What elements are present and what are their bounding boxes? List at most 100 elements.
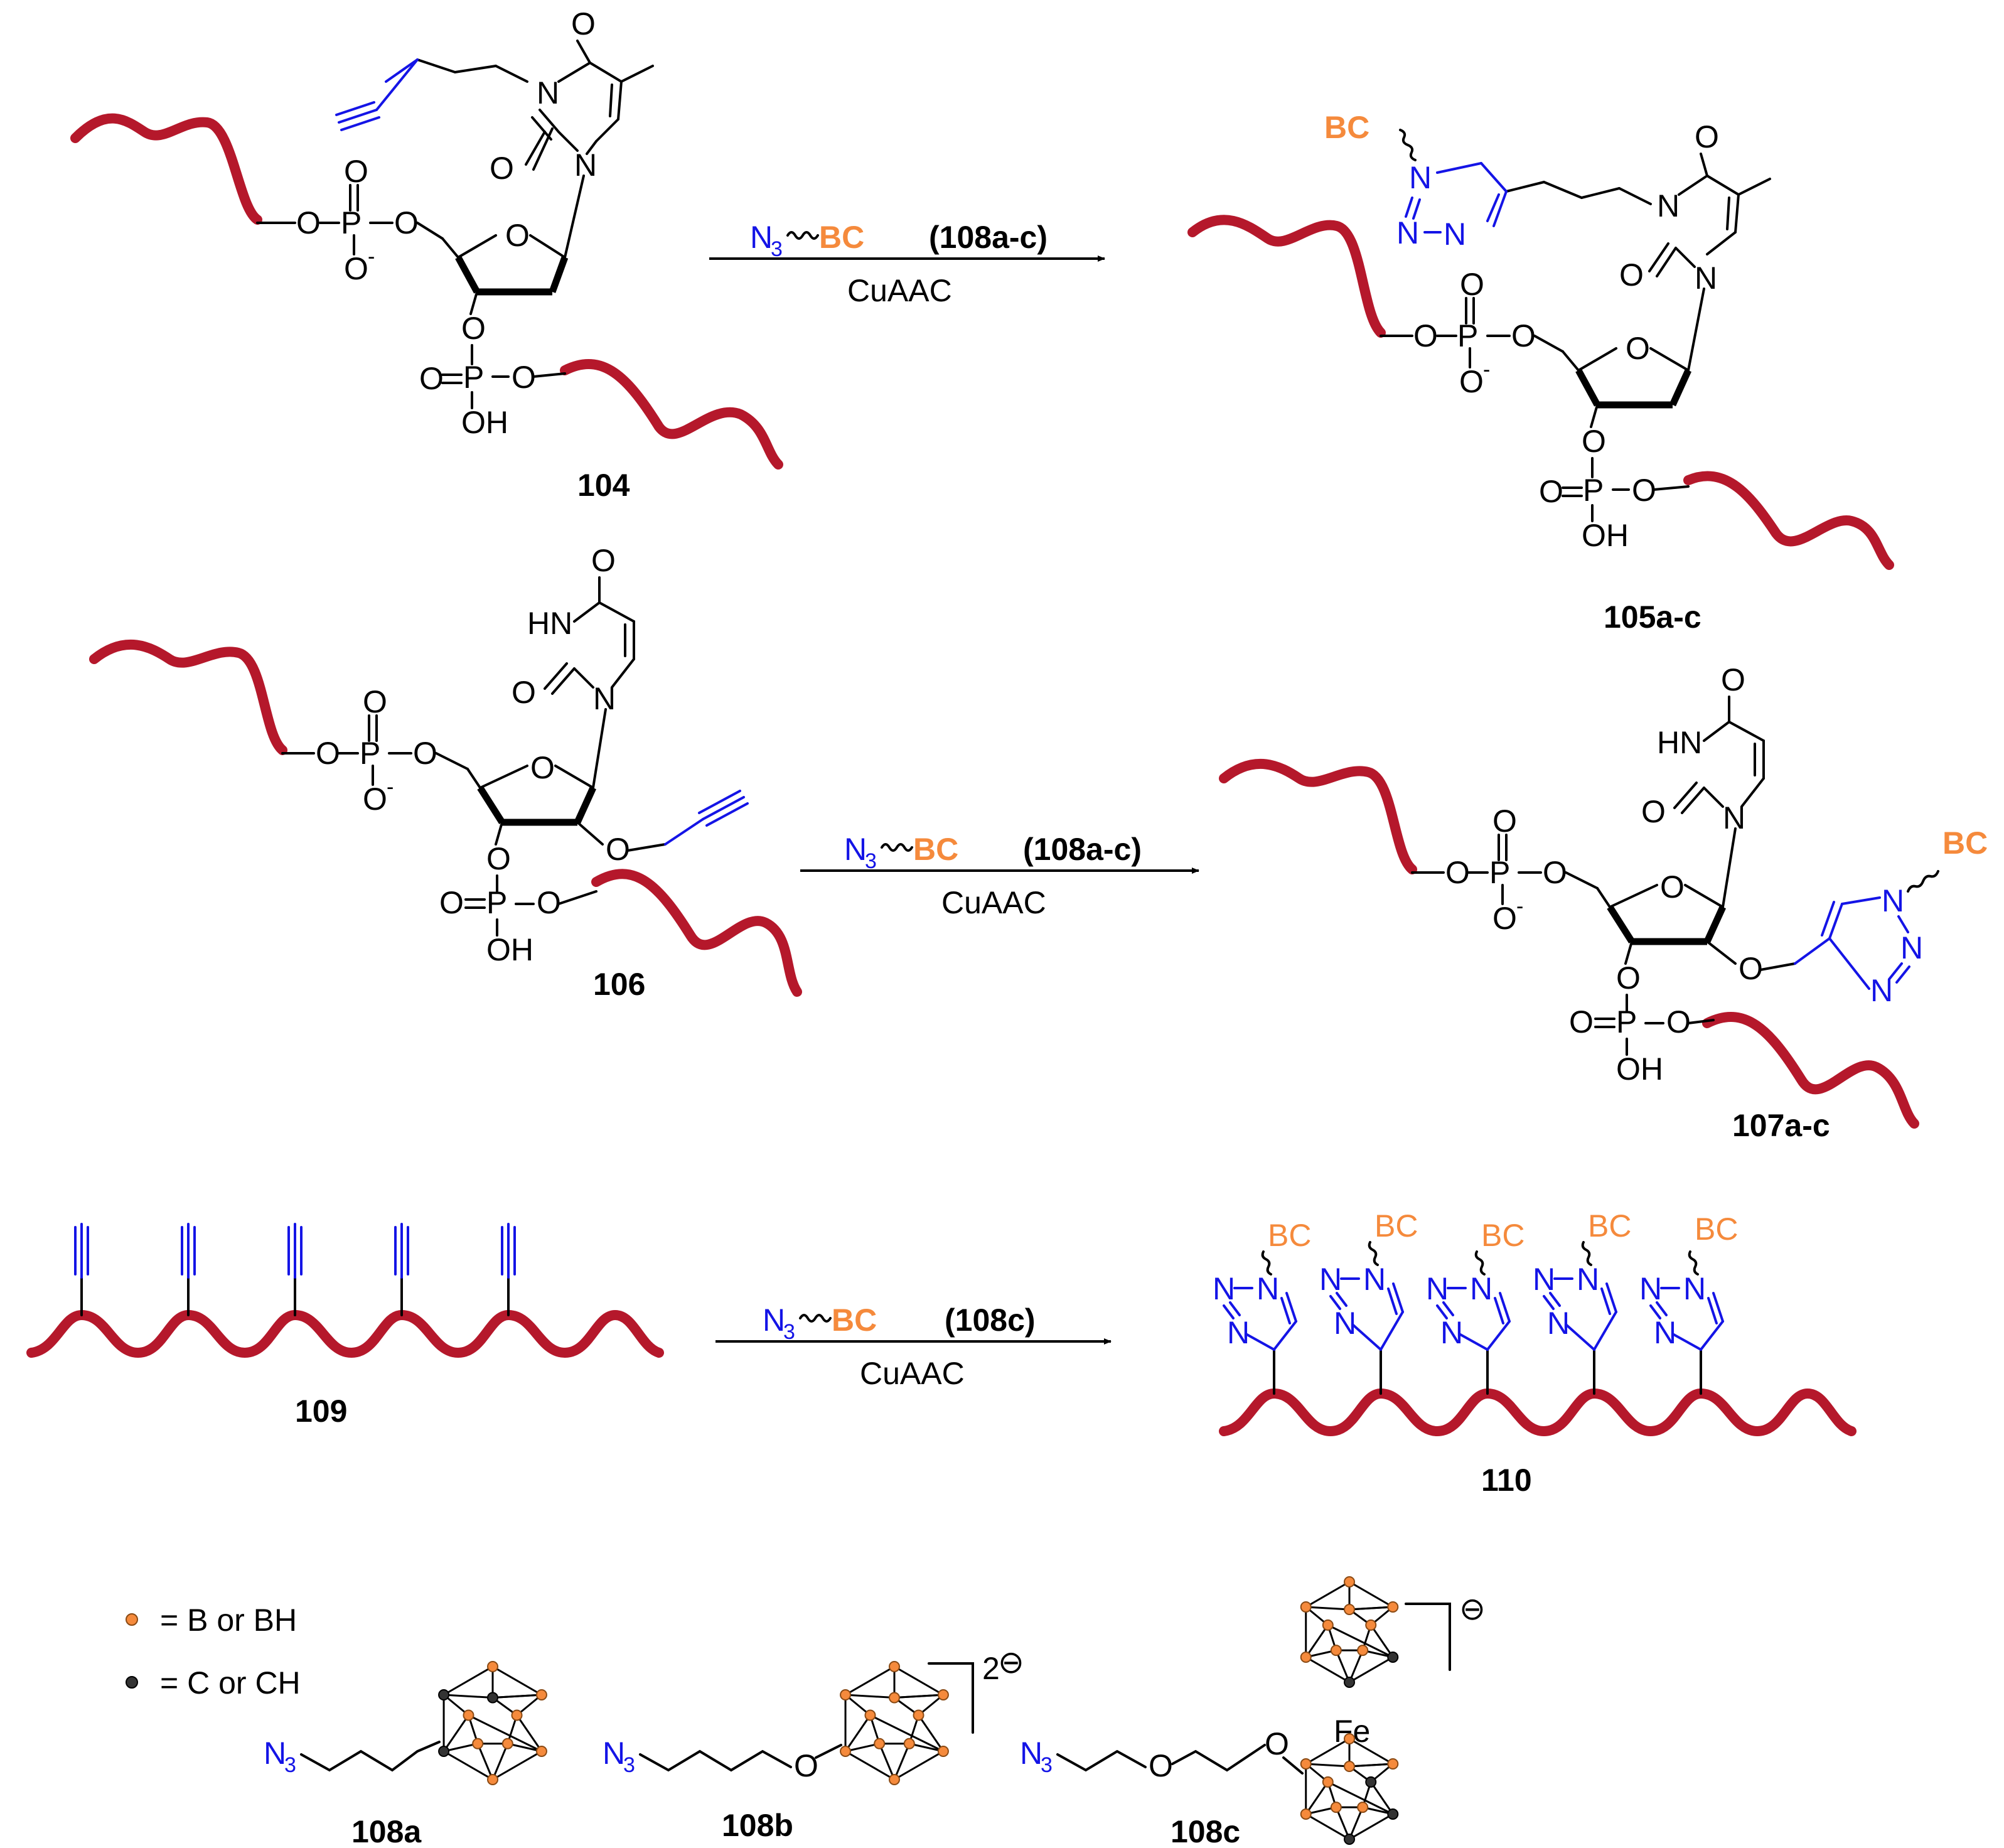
dna-strand-3prime [560,359,783,470]
atom-n: N [1470,1271,1492,1306]
bc-cluster-label: BC [1942,825,1988,861]
azide-n: N [603,1736,625,1771]
azide-n: N [750,220,773,255]
atom-n: N [1440,1315,1463,1350]
alkyne-pendant [74,1223,89,1316]
label-108b: 108b [722,1808,793,1843]
cage-boron-vertex [1357,1802,1369,1813]
compound-106: O P O O - O O O O P O OH O [89,543,802,997]
azide-subscript: 3 [771,237,783,261]
atom-n: N [1363,1262,1386,1297]
dna-strand-5prime [70,113,262,225]
azide-n: N [763,1303,785,1338]
cage-boron-vertex [472,1738,484,1749]
cage-boron-vertex [1300,1601,1312,1613]
dna-strand-3prime [1683,471,1894,570]
dna-strand-5prime [89,640,287,755]
azide-subscript: 3 [284,1753,296,1777]
legend-carbon: = C or CH [160,1665,301,1700]
compound-108b: N 3 O 2 ⊖ [603,1645,1024,1785]
atom-o: O [1265,1726,1289,1761]
reagent-label: (108a-c) [1023,832,1142,867]
atom-o: O [1582,424,1606,459]
atom-o: O [486,841,511,876]
cage-carbon-vertex [1344,1834,1355,1845]
cage-boron-vertex [487,1774,498,1785]
atom-n: N [1870,973,1893,1008]
bc-cluster-label: BC [1695,1211,1738,1247]
atom-o: O [363,782,387,817]
atom-n: N [1426,1271,1449,1306]
boron-legend-dot [126,1613,138,1626]
compound-105: O P O O - O O O P O OH O N O [1187,110,1894,570]
atom-o: O [1459,364,1484,399]
atom-o: O [1539,474,1563,509]
atom-n: N [1257,1271,1279,1306]
atom-o: O [363,684,387,719]
cage-boron-vertex [937,1689,949,1700]
cage-boron-vertex [874,1738,886,1749]
compound-109 [26,1223,664,1358]
atom-n: N [537,75,559,110]
atom-n: N [1533,1262,1555,1297]
legend: = B or BH = C or CH [126,1603,301,1700]
carbon-legend-dot [126,1676,138,1689]
bc-cluster-label: BC [1481,1218,1524,1253]
triazole-pendant: NNN BC [1426,1218,1524,1395]
atom-n: N [1683,1271,1706,1306]
azide-n: N [264,1736,286,1771]
reagent-label: (108a-c) [929,220,1048,255]
charge-symbol: ⊖ [1459,1591,1486,1626]
atom-o: O [439,885,464,920]
atom-n: N [1213,1271,1235,1306]
cage-boron-vertex [535,1689,547,1700]
atom-n: N [1547,1306,1570,1341]
bc-cluster-label: BC [1374,1208,1418,1244]
atom-n: N [1396,215,1419,250]
atom-o: O [1739,951,1763,986]
atom-n: N [1639,1271,1662,1306]
atom-o: O [1569,1004,1594,1040]
atom-p: P [1457,318,1478,353]
charge-minus: - [368,245,375,269]
cage-boron-vertex [511,1709,523,1721]
compound-108a: N 3 [264,1661,547,1785]
alkyne-pendant [181,1223,196,1316]
cage-boron-vertex [1387,1758,1399,1770]
atom-n: N [574,148,597,183]
cage-boron-vertex [913,1709,924,1721]
charge-minus: - [1483,358,1490,382]
atom-o: O [461,311,486,346]
cage-boron-vertex [1344,1576,1355,1587]
dna-backbone [26,1309,664,1358]
atom-p: P [463,360,484,395]
atom-p: P [1583,473,1604,508]
cage-boron-vertex [1300,1652,1312,1663]
reaction-arrow-1: N 3 BC (108a-c) CuAAC [709,220,1105,308]
atom-o: O [1149,1748,1173,1783]
azide-n: N [1020,1736,1042,1771]
compound-108c: N 3 O O Fe ⊖ [1020,1576,1486,1845]
cage-boron-vertex [1322,1619,1334,1631]
atom-o: O [571,6,596,41]
atom-n: N [1577,1262,1599,1297]
atom-n: N [1227,1315,1250,1350]
cage-boron-vertex [840,1689,852,1700]
cobalt-bis-dicarbollide-lower-cage [1300,1733,1399,1845]
atom-o: O [419,361,444,396]
atom-n: N [1882,883,1904,918]
bc-cluster-label: BC [1324,110,1369,145]
atom-o: O [316,736,340,771]
cage-carbon-vertex [1344,1677,1355,1688]
compound-110 [1219,1388,1857,1437]
compound-104: O P O O - O O O P O OH O N [70,6,783,470]
condition-cuaac: CuAAC [860,1356,965,1391]
atom-o: O [1616,960,1641,996]
condition-cuaac: CuAAC [941,885,1046,920]
